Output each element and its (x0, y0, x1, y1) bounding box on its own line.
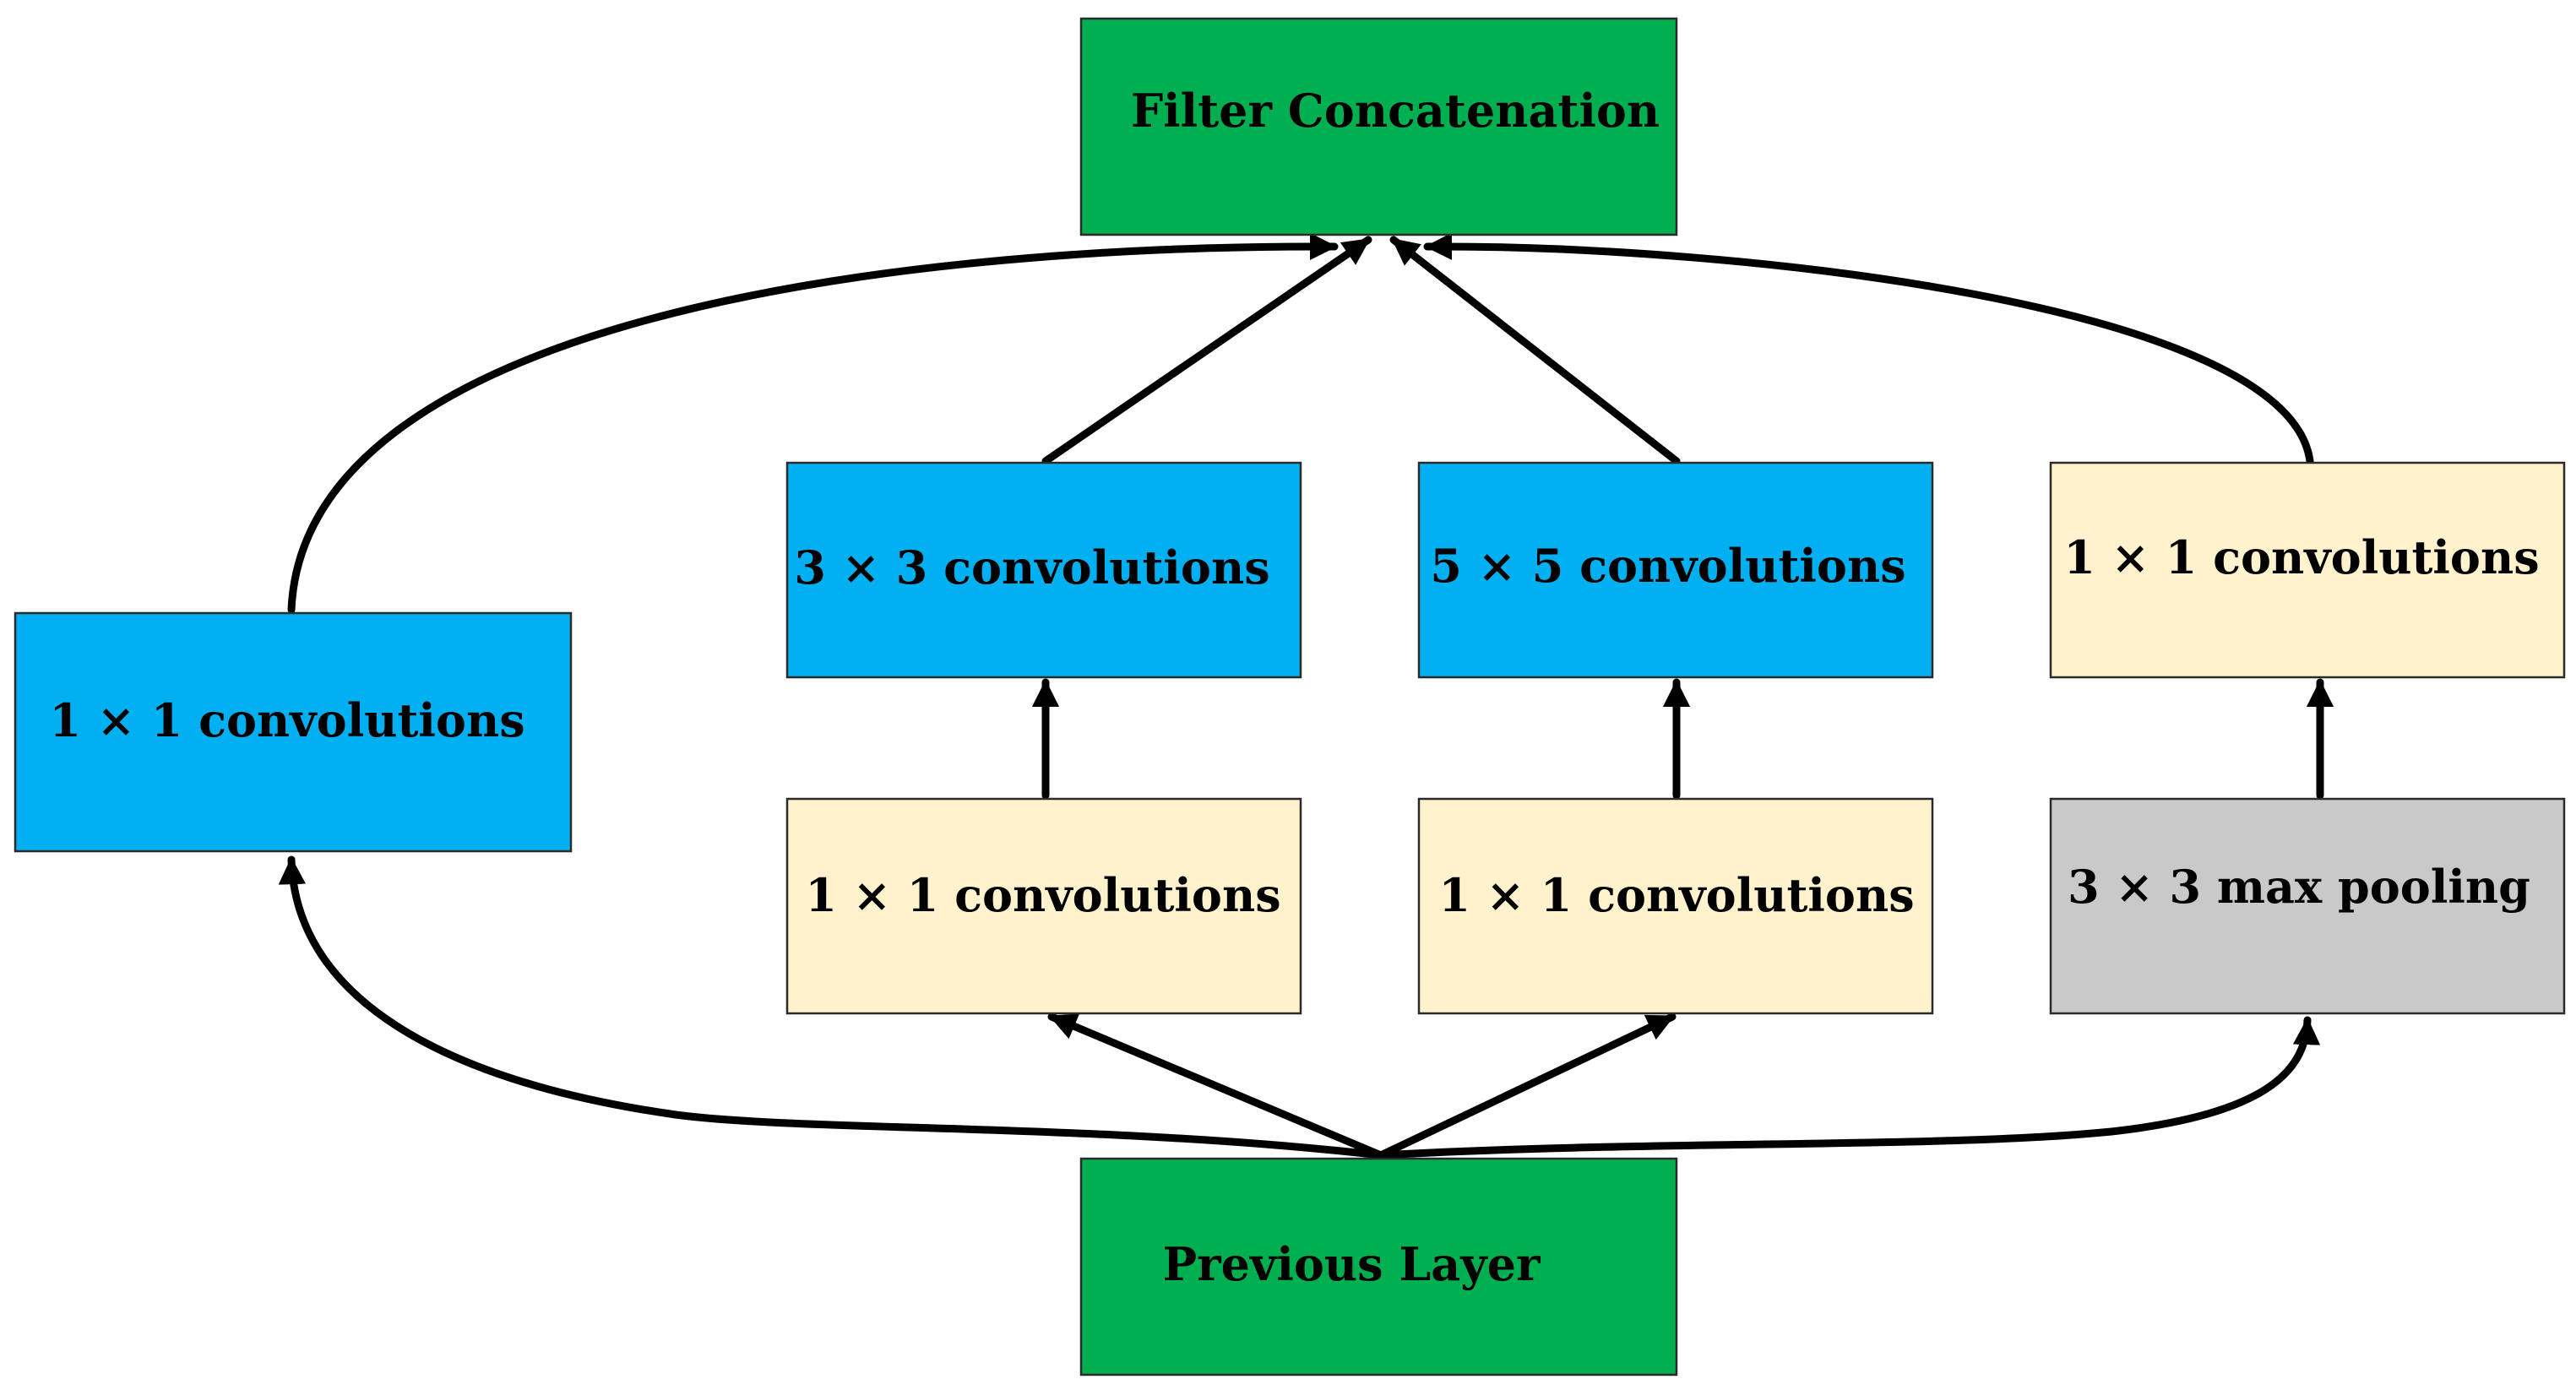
node-label: 5 × 5 convolutions (1430, 539, 1905, 593)
node-label: 3 × 3 convolutions (794, 540, 1269, 595)
node-box (14, 611, 573, 853)
node-conv1x1-reduce-3x3: 1 × 1 convolutions (785, 797, 1302, 1015)
node-label: Filter Concatenation (1131, 84, 1660, 138)
node-maxpool3x3: 3 × 3 max pooling (2049, 797, 2566, 1015)
edge-prev-to-maxpool (1377, 1016, 2321, 1159)
node-box (785, 797, 1302, 1015)
node-box (1417, 461, 1934, 679)
node-previous-layer: Previous Layer (1079, 1157, 1678, 1376)
node-box (1417, 797, 1934, 1015)
node-box (1079, 17, 1678, 236)
edge-conv3x3-to-concat (1041, 236, 1372, 465)
node-conv5x5: 5 × 5 convolutions (1417, 461, 1934, 679)
node-label: Previous Layer (1163, 1237, 1541, 1291)
edge-prev-to-conv1x1-left (278, 855, 1385, 1159)
node-box (785, 461, 1302, 679)
edge-conv5x5-to-concat (1389, 236, 1681, 465)
edge-conv1x1-right-to-concat (1423, 232, 2314, 465)
node-box (1079, 1157, 1678, 1376)
node-label: 1 × 1 convolutions (805, 868, 1280, 922)
node-conv3x3: 3 × 3 convolutions (785, 461, 1302, 679)
node-conv1x1-right-top: 1 × 1 convolutions (2049, 461, 2566, 679)
node-label: 1 × 1 convolutions (49, 693, 524, 747)
edge-prev-to-reduce-5x5 (1377, 1013, 1677, 1159)
node-box (2049, 797, 2566, 1015)
node-box (2049, 461, 2566, 679)
node-label: 1 × 1 convolutions (2063, 530, 2539, 584)
node-label: 1 × 1 convolutions (1438, 868, 1914, 922)
edge-conv1x1-left-to-concat (287, 232, 1339, 614)
node-label: 3 × 3 max pooling (2068, 860, 2530, 914)
edge-prev-to-reduce-3x3 (1047, 1013, 1385, 1159)
node-filter-concatenation: Filter Concatenation (1079, 17, 1678, 236)
node-conv1x1-left: 1 × 1 convolutions (14, 611, 573, 853)
node-conv1x1-reduce-5x5: 1 × 1 convolutions (1417, 797, 1934, 1015)
